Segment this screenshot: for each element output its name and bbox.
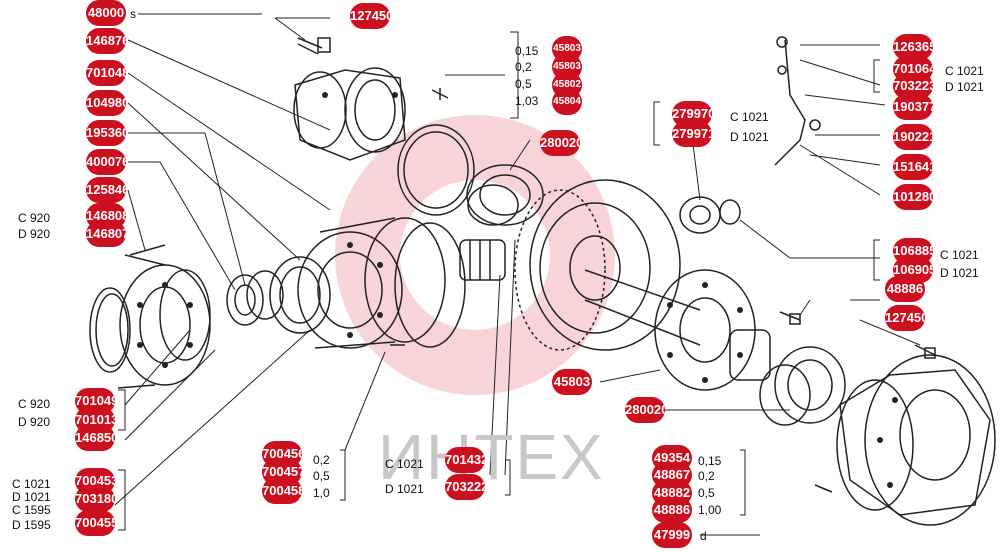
watermark-gear-icon xyxy=(335,115,615,395)
variant-label: C 920 xyxy=(18,397,51,411)
differential-case xyxy=(269,217,466,349)
part-badge-701432[interactable]: 701432 xyxy=(445,447,485,473)
part-badge-47999[interactable]: 47999 xyxy=(652,522,692,548)
left-flange-housing xyxy=(89,254,211,389)
snap-ring xyxy=(397,124,475,216)
part-badge-146807[interactable]: 146807 xyxy=(86,221,126,247)
shim-thickness: 0,2 xyxy=(313,453,330,467)
shim-thickness: 0,2 xyxy=(515,60,532,74)
shim-thickness: 1,00 xyxy=(698,503,722,517)
part-badge-195360[interactable]: 195360 xyxy=(86,120,126,146)
part-badge-48000[interactable]: 48000 xyxy=(86,0,126,26)
part-badge-703222[interactable]: 703222 xyxy=(445,474,485,500)
part-badge-48886[interactable]: 48886 xyxy=(885,276,925,302)
variant-label: C 1021 xyxy=(730,110,769,124)
shim-thickness: 0,15 xyxy=(515,44,539,58)
thrust-washers xyxy=(226,270,284,326)
variant-label: C 1021 xyxy=(12,477,51,491)
d-mark: d xyxy=(700,529,707,543)
shim-markers xyxy=(390,88,833,493)
part-badge-190221[interactable]: 190221 xyxy=(893,124,933,150)
shim-thickness: 0,2 xyxy=(698,469,715,483)
part-badge-127450[interactable]: 127450 xyxy=(885,305,925,331)
part-badge-146850[interactable]: 146850 xyxy=(75,425,115,451)
leader-lines-left xyxy=(114,13,921,536)
part-badge-700458[interactable]: 700458 xyxy=(262,478,302,504)
shim-thickness: 0,15 xyxy=(698,454,722,468)
pinion-shaft xyxy=(459,239,506,281)
part-badge-700455[interactable]: 700455 xyxy=(75,510,115,536)
part-badge-703180[interactable]: 703180 xyxy=(75,486,115,512)
part-badge-45804[interactable]: 45804 xyxy=(552,89,582,115)
roller-bearing-right xyxy=(759,346,846,426)
part-badge-280020[interactable]: 280020 xyxy=(625,397,665,423)
variant-label: C 920 xyxy=(18,211,51,225)
part-badge-48886[interactable]: 48886 xyxy=(652,497,692,523)
part-badge-146876[interactable]: 146876 xyxy=(86,28,126,54)
shim-thickness: 1,03 xyxy=(515,94,539,108)
bolt-right xyxy=(129,244,936,359)
part-badge-701013[interactable]: 701013 xyxy=(75,407,115,433)
brackets xyxy=(118,31,880,531)
small-bearing xyxy=(679,196,741,234)
ring-gear xyxy=(514,179,681,351)
shim-thickness: 0,5 xyxy=(515,77,532,91)
bearing-cap xyxy=(293,67,406,161)
part-badge-126365[interactable]: 126365 xyxy=(893,34,933,60)
roller-bearing-top xyxy=(466,164,544,226)
part-badge-151641[interactable]: 151641 xyxy=(893,154,933,180)
breather-pipe xyxy=(774,36,821,166)
variant-label: D 920 xyxy=(18,415,51,429)
part-badge-279971[interactable]: 279971 xyxy=(672,121,712,147)
variant-label: C 1021 xyxy=(385,457,424,471)
variant-label: D 1021 xyxy=(940,266,979,280)
part-badge-45803[interactable]: 45803 xyxy=(552,369,592,395)
variant-label: C 1021 xyxy=(945,64,984,78)
bolt-top-left xyxy=(297,37,331,55)
part-badge-701048[interactable]: 701048 xyxy=(86,60,126,86)
output-flange-shaft xyxy=(584,269,771,391)
s-mark: s xyxy=(130,7,136,21)
part-badge-127450[interactable]: 127450 xyxy=(350,3,390,29)
part-badge-190377[interactable]: 190377 xyxy=(893,94,933,120)
variant-label: D 1021 xyxy=(730,130,769,144)
variant-label: D 1021 xyxy=(385,482,424,496)
shim-thickness: 0,5 xyxy=(313,469,330,483)
variant-label: C 1595 xyxy=(12,503,51,517)
variant-label: D 920 xyxy=(18,227,51,241)
variant-label: C 1021 xyxy=(940,248,979,262)
variant-label: D 1021 xyxy=(945,80,984,94)
part-badge-101280[interactable]: 101280 xyxy=(893,184,933,210)
part-badge-400076[interactable]: 400076 xyxy=(86,149,126,175)
variant-label: D 1595 xyxy=(12,518,51,532)
shim-thickness: 1,0 xyxy=(313,486,330,500)
right-housing xyxy=(836,354,996,526)
bolt-holes xyxy=(137,92,898,488)
part-badge-280020[interactable]: 280020 xyxy=(540,130,580,156)
watermark-text: ИНТЕХ xyxy=(378,421,605,493)
variant-label: D 1021 xyxy=(12,490,51,504)
part-badge-125846[interactable]: 125846 xyxy=(86,177,126,203)
part-badge-104980[interactable]: 104980 xyxy=(86,90,126,116)
shim-thickness: 0,5 xyxy=(698,486,715,500)
